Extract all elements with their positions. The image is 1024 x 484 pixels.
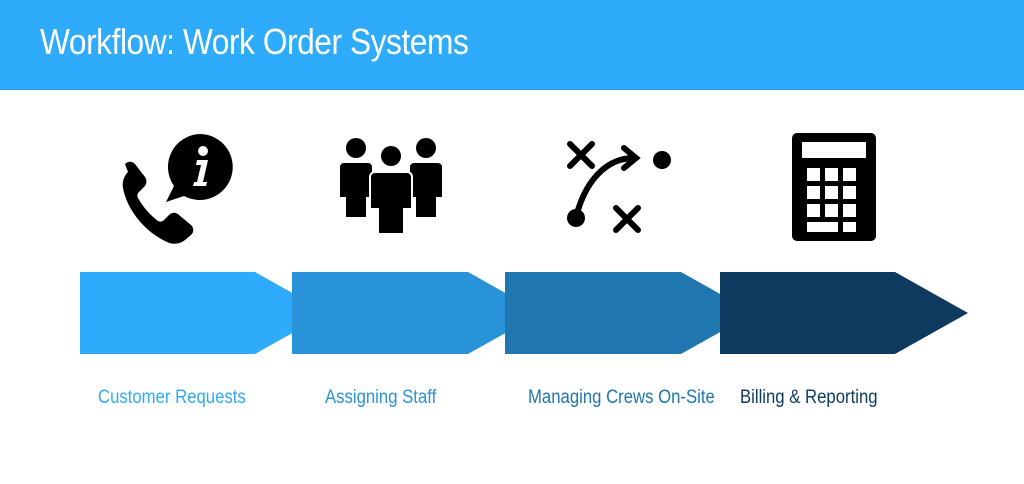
- step-arrow-3: [505, 272, 754, 354]
- step-label-billing-reporting: Billing & Reporting: [740, 387, 878, 408]
- step-label-customer-requests: Customer Requests: [98, 387, 246, 408]
- team-icon: [340, 134, 444, 238]
- playbook-strategy-icon: [560, 136, 680, 240]
- step-arrow-2: [292, 272, 541, 354]
- calculator-icon: [790, 131, 878, 243]
- step-label-managing-crews: Managing Crews On-Site: [528, 387, 715, 408]
- step-arrow-1: [80, 272, 328, 354]
- phone-info-icon: [118, 128, 238, 246]
- header-bar: Workflow: Work Order Systems: [0, 0, 1024, 90]
- step-label-assigning-staff: Assigning Staff: [325, 387, 437, 408]
- step-arrow-4: [720, 272, 968, 354]
- page-title: Workflow: Work Order Systems: [40, 21, 469, 62]
